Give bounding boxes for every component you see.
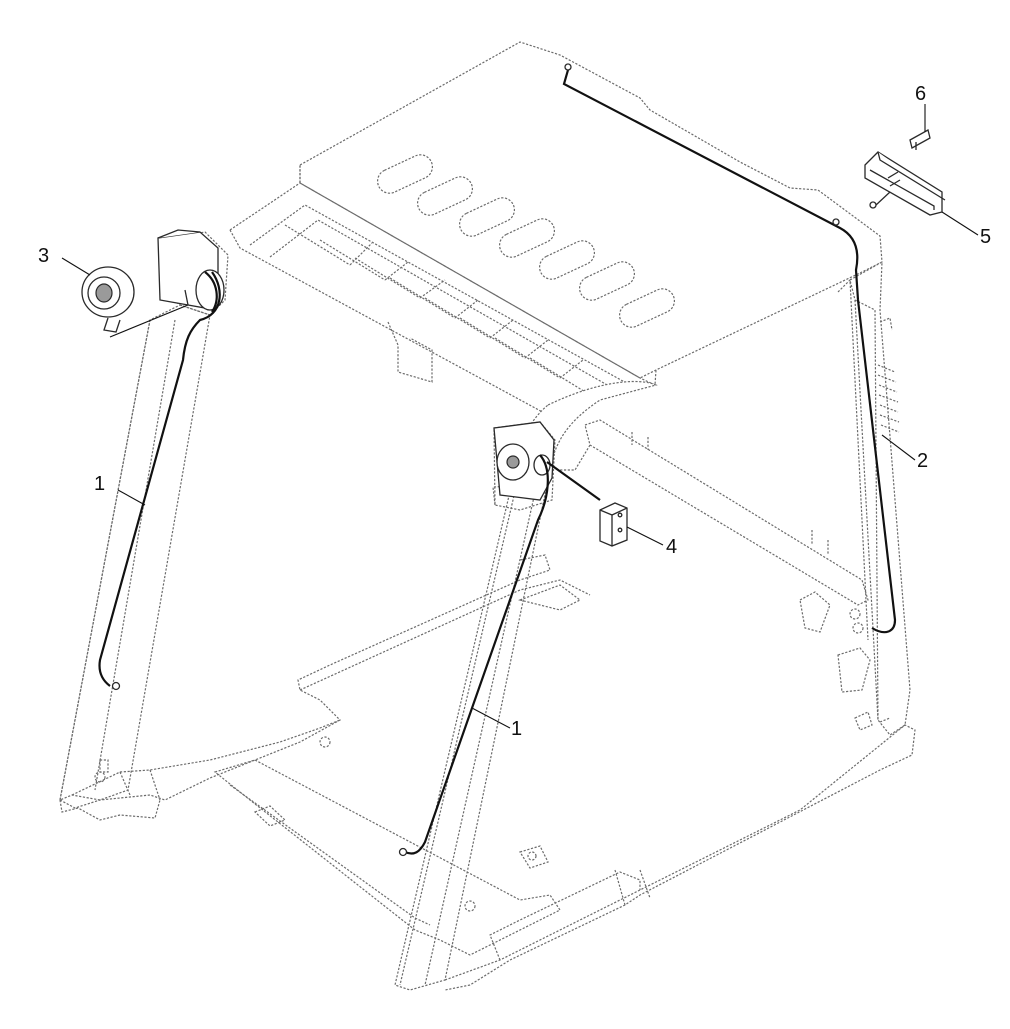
right-rear-pillar [837, 260, 911, 736]
rear-cross-member [560, 419, 871, 693]
left-pillar-wire [98, 271, 221, 687]
roof-holes [376, 154, 676, 328]
callout-6: 6 [915, 83, 926, 105]
callout-4: 4 [666, 536, 677, 558]
lamp [864, 151, 946, 216]
floor-frame [59, 554, 916, 991]
callout-1-left: 1 [94, 473, 105, 495]
screw [869, 129, 931, 209]
roof-panel [299, 41, 883, 379]
horn-bracket [157, 229, 225, 311]
horn [81, 266, 189, 338]
callout-1-center: 1 [511, 718, 522, 740]
roof-wire [562, 69, 897, 634]
front-header-beam [229, 182, 657, 416]
callout-labels: 1 1 2 3 4 5 6 [38, 83, 991, 740]
left-front-pillar [59, 231, 229, 801]
callout-5: 5 [980, 226, 991, 248]
wire-harness [98, 63, 897, 857]
relay-unit [599, 502, 628, 547]
mid-bracket [493, 421, 555, 501]
callout-3: 3 [38, 245, 49, 267]
center-pillar-wire [404, 454, 549, 855]
callout-2: 2 [917, 450, 928, 472]
callout-leaders [61, 104, 979, 729]
